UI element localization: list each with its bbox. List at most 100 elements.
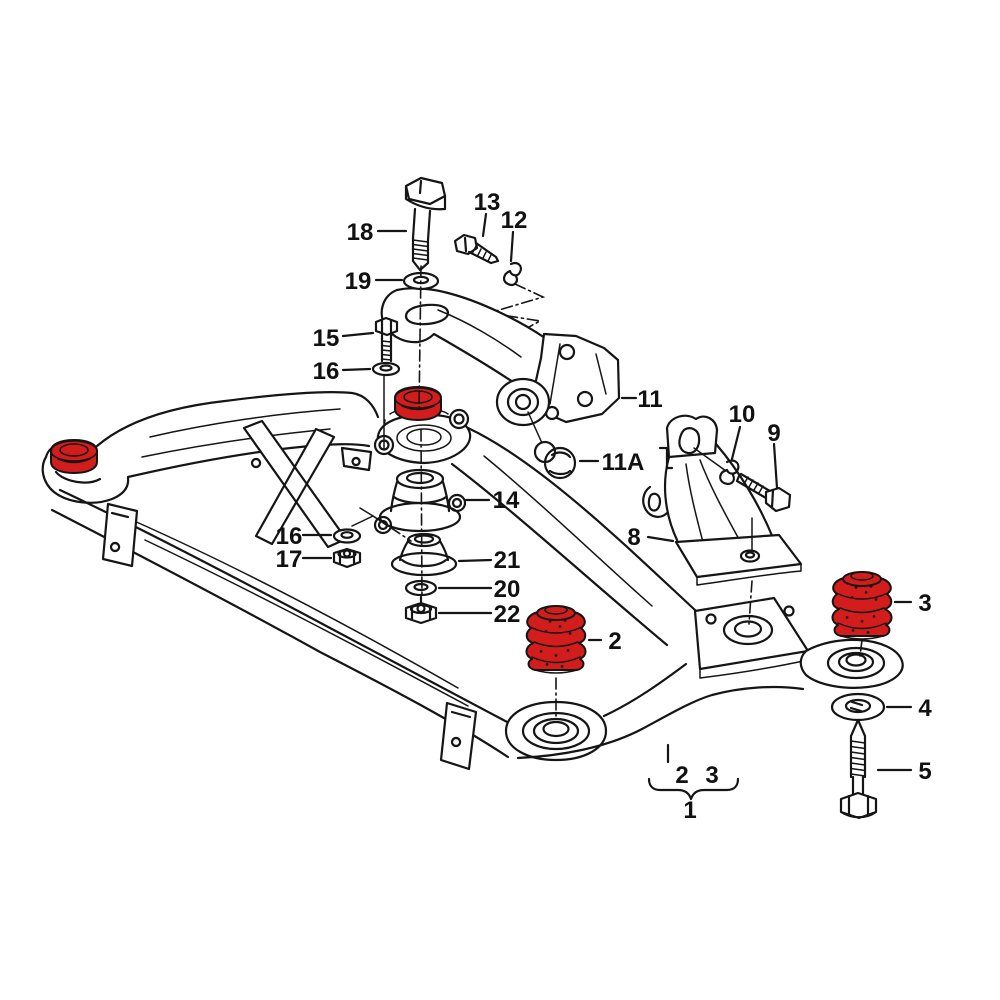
callout-18: 18 (347, 219, 408, 246)
callout-5: 5 (876, 758, 932, 785)
engine-mount-arm-11 (380, 287, 621, 427)
subframe-right-rail-crease (483, 455, 653, 607)
subframe-right-arm-boss-rings (826, 646, 886, 680)
subframe-right-mount-plate-holes (705, 605, 795, 646)
subframe-wing-crease-lines (141, 408, 341, 458)
callout-15: 15 (313, 325, 375, 352)
callout-11a: 11A (578, 449, 645, 476)
callout-15-leader (341, 331, 375, 338)
callouts: 18 19 13 12 15 16 11 11A (276, 189, 933, 785)
bolt-5-threads (850, 740, 866, 777)
callout-19: 19 (345, 268, 404, 295)
assembly-centerlines (418, 265, 863, 717)
assembly-group-item-3: 3 (705, 762, 718, 789)
callout-9-leader (772, 442, 779, 490)
subframe-rear-member-edges (516, 662, 805, 760)
callout-12-label: 12 (501, 207, 528, 234)
callout-2: 2 (587, 628, 622, 655)
callout-3: 3 (893, 590, 932, 617)
washer-16-lower-pointer-mark (351, 507, 374, 527)
bracket-8-left-lobe (642, 485, 669, 518)
bolt-5-tip-and-shank (849, 718, 867, 801)
hex-nut-22-shape (404, 595, 438, 625)
callout-14-label: 14 (493, 487, 520, 514)
assembly-group-brace-line (647, 777, 740, 801)
spring-clip-10 (719, 459, 740, 485)
hex-bolt-18 (404, 176, 447, 272)
hex-bolt-15 (374, 316, 399, 363)
fastener-11a-shape (533, 440, 577, 480)
callout-22: 22 (437, 601, 521, 628)
callout-13: 13 (474, 189, 501, 238)
subframe-right-rail-edges (450, 426, 697, 647)
bolt-5-head (839, 791, 878, 820)
arm-11-crease (437, 309, 522, 358)
callout-17: 17 (276, 546, 333, 573)
callout-8-label: 8 (627, 524, 640, 551)
bracket-8-hole-pointer-line (693, 447, 727, 472)
callout-10-label: 10 (729, 401, 756, 428)
subframe-small-tab (340, 446, 373, 472)
callout-11-label: 11 (637, 386, 662, 413)
center-mount-stack (332, 375, 472, 625)
bushing-2-highlighted (525, 605, 587, 674)
hex-nut-17-shape (332, 547, 362, 569)
callout-15-label: 15 (313, 325, 340, 352)
bracket-8-body-edges (663, 442, 775, 542)
callout-13-leader (481, 212, 488, 238)
callout-16-upper-leader (341, 367, 372, 372)
support-bracket-8 (642, 414, 803, 586)
spring-clip-12 (503, 262, 522, 286)
callout-13-label: 13 (474, 189, 501, 216)
callout-3-label: 3 (918, 590, 931, 617)
callout-16-upper-label: 16 (313, 358, 340, 385)
fastener-11a (527, 411, 577, 480)
callout-21: 21 (457, 547, 520, 574)
callout-12-leader (509, 230, 515, 263)
callout-17-label: 17 (276, 546, 303, 573)
callout-8: 8 (627, 524, 675, 551)
front-left-bushing-highlighted (50, 439, 98, 474)
engine-mount-14-flange (373, 493, 467, 535)
centerline-bracket-8 (748, 580, 753, 625)
callout-14: 14 (464, 487, 520, 514)
callout-4: 4 (885, 695, 932, 722)
callout-9: 9 (767, 420, 781, 490)
subframe-crossmember-1 (41, 391, 904, 771)
callout-11a-label: 11A (602, 449, 645, 476)
callout-18-label: 18 (347, 219, 374, 246)
callout-10: 10 (729, 401, 756, 461)
callout-5-label: 5 (918, 758, 931, 785)
arm-11-gusset-creases (549, 343, 607, 405)
callout-16-lower-label: 16 (276, 523, 303, 550)
bolt-18-head (404, 176, 447, 211)
bolt-13-threads (472, 245, 492, 262)
subframe-right-bottom-bracket (439, 701, 478, 771)
bracket-8-base-ring (739, 549, 761, 563)
subframe-strut-straps (242, 419, 348, 549)
centerline-mount-stack (420, 429, 423, 598)
washer-16-lower-dashdot (372, 515, 412, 542)
callout-4-label: 4 (918, 695, 932, 722)
callout-16-lower: 16 (276, 523, 333, 550)
bolt-15-head (374, 316, 399, 337)
callout-19-label: 19 (345, 268, 372, 295)
washer-16-upper (371, 361, 401, 377)
hex-bolt-9 (735, 472, 792, 513)
bolt-18-shank (411, 207, 432, 272)
bolt-18-threads (412, 239, 429, 261)
bracket-8-base-thickness (696, 563, 802, 586)
callout-22-label: 22 (494, 601, 521, 628)
hex-bolt-5 (839, 718, 878, 820)
callout-20: 20 (437, 576, 520, 603)
callout-8-leader (646, 535, 675, 543)
subframe-left-bracket (101, 502, 139, 568)
engine-mount-14-cup (389, 468, 451, 513)
assembly-group-item-2: 2 (675, 762, 688, 789)
washer-4 (830, 692, 886, 722)
washer-19 (402, 271, 440, 291)
centerline-bolt-18 (418, 265, 422, 411)
subframe-left-wing-edges (95, 391, 380, 479)
washer-20-shape (404, 579, 438, 597)
